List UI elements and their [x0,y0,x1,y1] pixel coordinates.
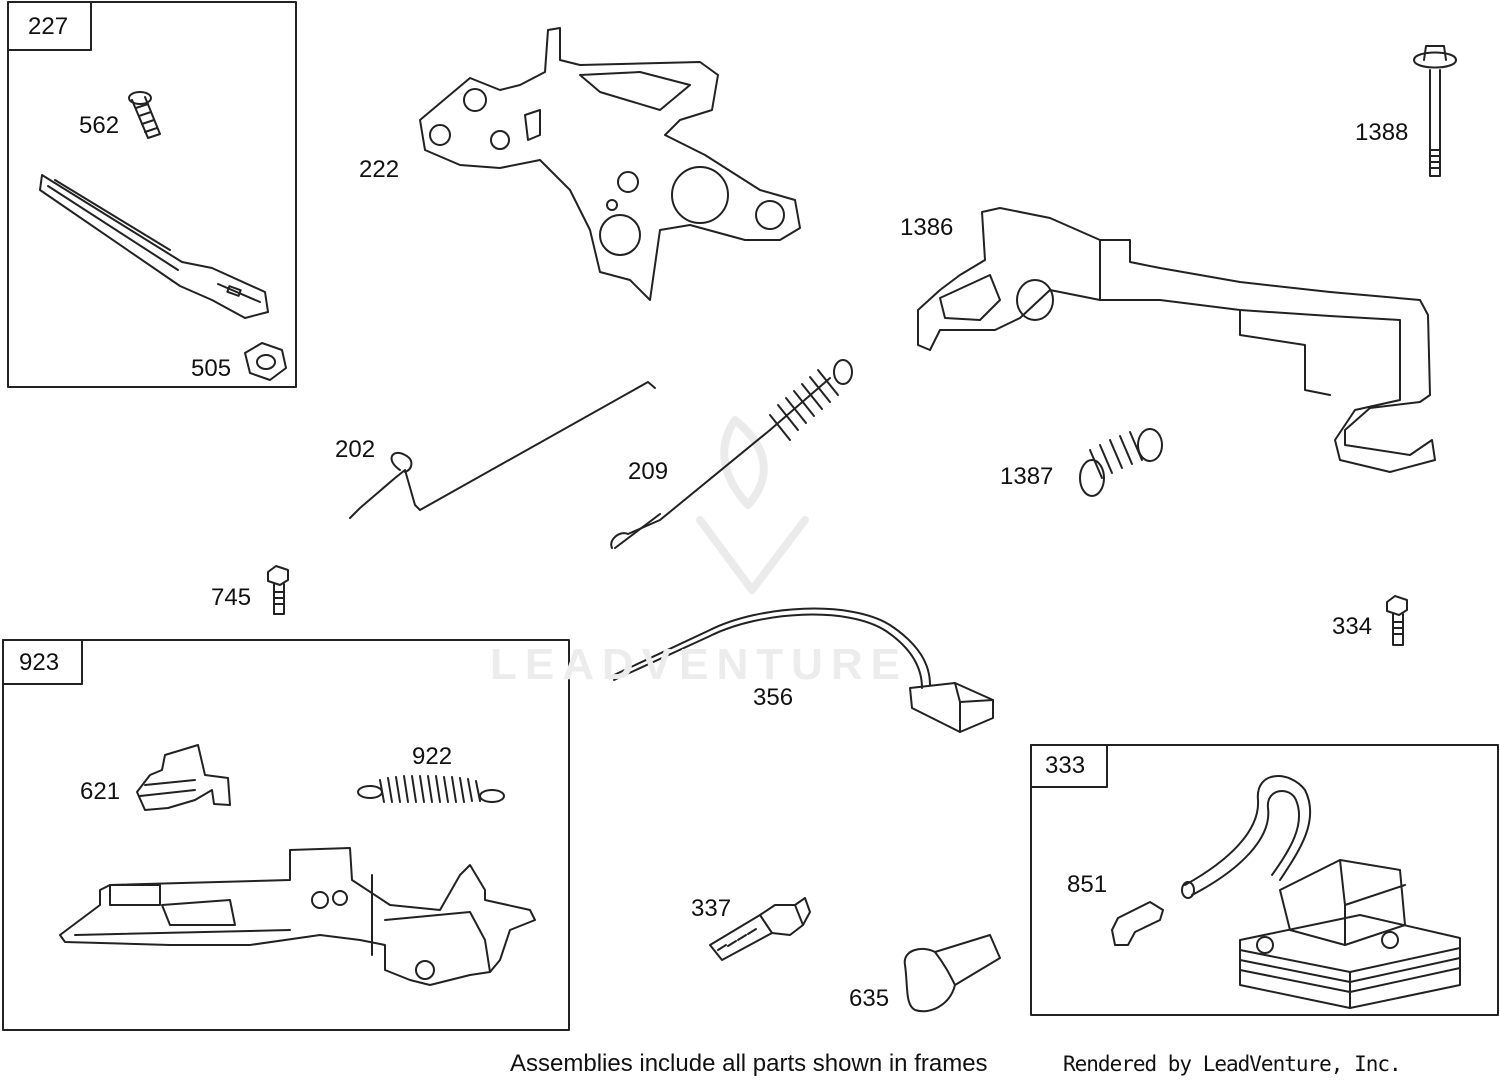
callout-851[interactable]: 851 [1067,871,1108,898]
frame-label-333: 333 [1045,752,1086,779]
callout-922[interactable]: 922 [412,743,453,770]
part-562-screw [128,91,161,139]
part-1387-spring [1079,428,1163,497]
callout-1388[interactable]: 1388 [1355,119,1409,146]
callout-337[interactable]: 337 [691,895,732,922]
callout-562[interactable]: 562 [79,112,120,139]
part-635-boot [903,934,1001,1013]
part-209-spring [610,359,853,549]
callout-202[interactable]: 202 [335,436,376,463]
callout-1387[interactable]: 1387 [1000,463,1054,490]
watermark-text: LEADVENTURE [490,640,909,689]
callout-635[interactable]: 635 [849,985,890,1012]
callout-1386[interactable]: 1386 [900,214,954,241]
footer-credit: Rendered by LeadVenture, Inc. [1063,1052,1402,1076]
part-851-terminal [1111,901,1164,946]
part-333-coil [1181,775,1461,1009]
part-923-assembly [59,847,536,986]
frame-label-923: 923 [19,649,60,676]
part-227-arm [39,174,269,319]
callout-745[interactable]: 745 [211,584,252,611]
part-745-bolt [267,565,289,615]
callout-334[interactable]: 334 [1332,613,1373,640]
callout-222[interactable]: 222 [359,156,400,183]
callout-209[interactable]: 209 [628,458,669,485]
watermark-logo [696,416,809,594]
callout-356[interactable]: 356 [753,684,794,711]
part-337-spark-plug [709,897,811,961]
part-356-wire [613,607,994,733]
part-621-clip [136,744,231,811]
callout-621[interactable]: 621 [80,778,121,805]
part-222-bracket [419,27,801,301]
part-202-rod [349,381,656,519]
part-922-spring [357,775,505,803]
footer-note: Assemblies include all parts shown in fr… [510,1050,988,1077]
frame-227 [7,1,297,388]
part-334-bolt [1386,595,1408,646]
frame-label-227: 227 [28,13,69,40]
part-1388-bolt [1413,45,1457,177]
callout-505[interactable]: 505 [191,355,232,382]
part-505-nut [244,342,287,381]
part-1386-arm [917,207,1436,473]
frame-923 [2,639,570,1031]
frame-333 [1030,744,1499,1016]
